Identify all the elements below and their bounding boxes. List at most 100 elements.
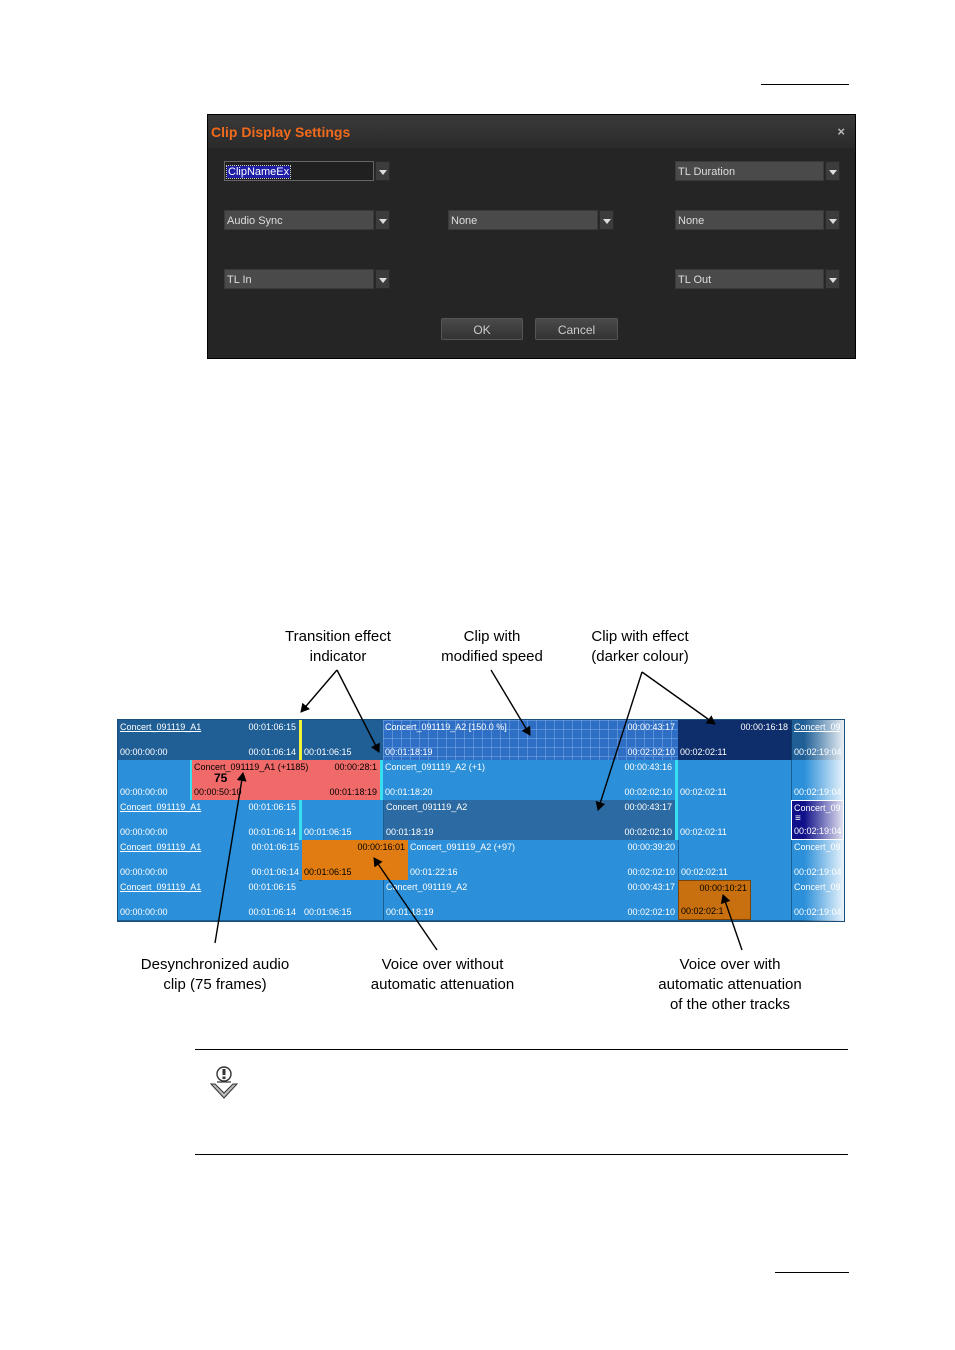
clip-tc-in: 00:00:50:10 bbox=[194, 787, 242, 797]
clip-tc: 00:01:06:15 bbox=[248, 882, 296, 892]
clip-tc: 00:00:43:16 bbox=[624, 762, 672, 772]
dropdown-value: TL In bbox=[224, 269, 374, 289]
timeline-clip[interactable] bbox=[751, 880, 791, 920]
clip-tc: 00:00:39:20 bbox=[627, 842, 675, 852]
field-bottom-right-dropdown[interactable]: TL Out bbox=[675, 269, 840, 289]
timeline-clip-modified-speed[interactable]: Concert_091119_A2 [150.0 %] 00:00:43:17 … bbox=[383, 720, 678, 760]
track-row: Concert_091119_A1 00:01:06:15 00:00:00:0… bbox=[118, 840, 844, 881]
timeline-clip[interactable]: 00:01:06:15 bbox=[302, 720, 383, 760]
dropdown-value: TL Out bbox=[675, 269, 824, 289]
transition-indicator bbox=[675, 760, 678, 800]
field-mid-left-dropdown[interactable]: Audio Sync bbox=[224, 210, 390, 230]
clip-name: Concert_09 bbox=[794, 722, 841, 732]
clip-name: Concert_091119_A2 (+1) bbox=[385, 762, 485, 772]
clip-tc-in: 00:00:00:00 bbox=[120, 907, 168, 917]
field-mid-right-dropdown[interactable]: None bbox=[675, 210, 840, 230]
track-row: 00:00:00:00 Concert_091119_A1 (+1185) 75… bbox=[118, 760, 844, 801]
field-top-left-dropdown[interactable]: ClipNameEx bbox=[224, 161, 390, 181]
clip-name: Concert_09 bbox=[794, 842, 841, 852]
timeline-clip[interactable]: 00:02:02:11 bbox=[678, 760, 791, 800]
label-voice-attenuation: Voice over with automatic attenuation of… bbox=[658, 956, 802, 1013]
clip-name: Concert_091119_A2 [150.0 %] bbox=[385, 722, 507, 732]
chevron-down-icon[interactable] bbox=[825, 161, 840, 181]
clip-tc-in: 00:02:19:04 bbox=[794, 747, 842, 757]
track-row: Concert_091119_A1 00:01:06:15 00:00:00:0… bbox=[118, 800, 844, 841]
clip-name: Concert_091119_A1 bbox=[120, 722, 202, 732]
transition-indicator bbox=[299, 720, 302, 760]
close-icon[interactable]: × bbox=[837, 124, 845, 139]
dropdown-value: Audio Sync bbox=[224, 210, 374, 230]
timeline-clip[interactable]: Concert_091119_A2 00:00:43:17 00:01:18:1… bbox=[383, 880, 678, 920]
note-icon bbox=[209, 1066, 239, 1099]
clip-tc-out: 00:01:06:14 bbox=[248, 827, 296, 837]
timeline-clip[interactable]: 00:00:00:00 bbox=[118, 760, 190, 800]
ok-button[interactable]: OK bbox=[441, 318, 523, 340]
chevron-down-icon[interactable] bbox=[375, 161, 390, 181]
dropdown-value-text: ClipNameEx bbox=[225, 165, 292, 179]
clip-tc-out: 00:02:02:10 bbox=[624, 787, 672, 797]
chevron-down-icon[interactable] bbox=[825, 269, 840, 289]
field-bottom-left-dropdown[interactable]: TL In bbox=[224, 269, 390, 289]
timeline-clip[interactable]: Concert_091119_A1 00:01:06:15 00:00:00:0… bbox=[118, 840, 302, 880]
chevron-down-icon[interactable] bbox=[375, 210, 390, 230]
clip-tc-in: 00:01:22:16 bbox=[410, 867, 458, 877]
timeline-clip[interactable]: Concert_091119_A2 (+97) 00:00:39:20 00:0… bbox=[408, 840, 678, 880]
dropdown-value: TL Duration bbox=[675, 161, 824, 181]
timeline-clip[interactable]: 00:02:02:11 bbox=[678, 840, 791, 880]
clip-tc-out: 00:01:06:14 bbox=[248, 907, 296, 917]
clip-tc-in: 00:02:19:04 bbox=[794, 867, 842, 877]
clip-marker: ≡ bbox=[795, 813, 801, 824]
clip-tc-out: 00:02:02:10 bbox=[624, 827, 672, 837]
timeline-clip[interactable]: Concert_091119_A1 00:01:06:15 00:00:00:0… bbox=[118, 880, 299, 920]
clip-tc-out: 00:02:02:10 bbox=[627, 907, 675, 917]
timeline-clip-effect[interactable]: Concert_091119_A2 00:00:43:17 00:01:18:1… bbox=[383, 800, 675, 840]
chevron-down-icon[interactable] bbox=[375, 269, 390, 289]
clip-tc-in: 00:01:18:19 bbox=[386, 907, 434, 917]
label-modified-speed: Clip with modified speed bbox=[441, 628, 543, 665]
desync-frames: 75 bbox=[214, 771, 228, 785]
clip-tc-in: 00:00:00:00 bbox=[120, 867, 168, 877]
clip-name: Concert_091119_A2 bbox=[386, 882, 468, 892]
timeline-clip[interactable]: Concert_091119_A2 (+1) 00:00:43:16 00:01… bbox=[383, 760, 675, 800]
clip-name: Concert_09 bbox=[794, 803, 841, 813]
timeline-clip[interactable]: Concert_09 00:02:19:04 bbox=[791, 880, 844, 920]
clip-tc-in: 00:02:19:04 bbox=[794, 826, 842, 836]
timeline-clip-desynchronized[interactable]: Concert_091119_A1 (+1185) 75 00:00:28:1 … bbox=[192, 760, 380, 800]
transition-indicator bbox=[299, 800, 302, 840]
timeline-clip[interactable]: Concert_091119_A1 00:01:06:15 00:00:00:0… bbox=[118, 800, 299, 840]
timeline-clip[interactable]: 00:01:06:15 bbox=[302, 880, 383, 920]
clip-tc: 00:01:06:15 bbox=[248, 802, 296, 812]
clip-tc-in: 00:01:06:15 bbox=[304, 747, 352, 757]
cancel-button[interactable]: Cancel bbox=[535, 318, 618, 340]
clip-tc-out: 00:01:06:14 bbox=[248, 747, 296, 757]
timeline-clip-effect[interactable]: 00:00:16:18 00:02:02:11 bbox=[678, 720, 791, 760]
clip-tc: 00:00:43:17 bbox=[627, 882, 675, 892]
clip-tc-out: 00:02:02:10 bbox=[627, 747, 675, 757]
transition-indicator bbox=[675, 800, 678, 840]
transition-indicator bbox=[190, 760, 192, 800]
clip-tc-in: 00:01:06:15 bbox=[304, 907, 352, 917]
clip-tc-out: 00:01:06:14 bbox=[251, 867, 299, 877]
clip-tc: 00:00:43:17 bbox=[624, 802, 672, 812]
timeline-clip[interactable]: 00:02:19:04 bbox=[791, 760, 844, 800]
timeline-clip[interactable]: Concert_09 00:02:19:04 bbox=[791, 720, 844, 760]
label-desync-audio: Desynchronized audio clip (75 frames) bbox=[140, 956, 290, 993]
chevron-down-icon[interactable] bbox=[825, 210, 840, 230]
field-top-right-dropdown[interactable]: TL Duration bbox=[675, 161, 840, 181]
label-transition-indicator: Transition effect indicator bbox=[285, 628, 391, 665]
clip-tc: 00:01:06:15 bbox=[248, 722, 296, 732]
timeline-clip[interactable]: 00:01:06:15 bbox=[302, 800, 383, 840]
timeline-clip-voice-over[interactable]: 00:00:16:01 00:01:06:15 bbox=[302, 840, 408, 880]
clip-tc-in: 00:02:02:11 bbox=[680, 827, 727, 837]
timeline-clip-voice-over-attenuated[interactable]: 00:00:10:21 00:02:02:1 bbox=[678, 880, 751, 920]
clip-tc-in: 00:00:00:00 bbox=[120, 787, 168, 797]
clip-tc-in: 00:00:00:00 bbox=[120, 747, 168, 757]
timeline-clip[interactable]: Concert_091119_A1 00:01:06:15 00:00:00:0… bbox=[118, 720, 299, 760]
field-mid-center-dropdown[interactable]: None bbox=[448, 210, 614, 230]
chevron-down-icon[interactable] bbox=[599, 210, 614, 230]
timeline-clip[interactable]: 00:02:02:11 bbox=[678, 800, 791, 840]
timeline-clip-selected[interactable]: Concert_09 ≡ 00:02:19:04 bbox=[791, 800, 844, 840]
timeline-clip[interactable]: Concert_09 00:02:19:04 bbox=[791, 840, 844, 880]
clip-name: Concert_091119_A1 (+1185) bbox=[194, 762, 309, 772]
clip-tc-in: 00:00:00:00 bbox=[120, 827, 168, 837]
